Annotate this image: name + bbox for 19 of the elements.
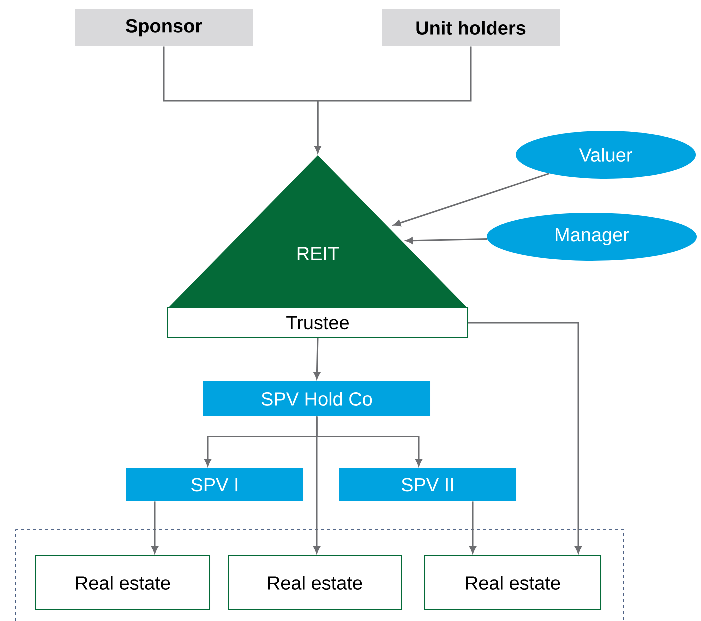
arrow [470,502,476,554]
arrow [394,173,550,227]
arrow [152,502,158,554]
property-box: Real estate [228,556,402,610]
arrow [468,322,582,554]
spv-box: SPV Hold Co [204,382,430,416]
arrow [406,238,488,244]
spv-box: SPV II [340,468,516,502]
stakeholder-box: Sponsor [75,10,253,46]
spv-box: SPV I [126,468,304,502]
property-box: Real estate [424,556,602,610]
trustee-box: Trustee [168,308,468,338]
arrow [314,416,320,554]
arrow [314,338,321,380]
property-box: Real estate [36,556,210,610]
stakeholder-box: Unit holders [382,10,560,46]
dashed-group-frame [16,530,624,621]
reit-triangle: REIT [168,156,468,309]
arrow [314,46,472,154]
